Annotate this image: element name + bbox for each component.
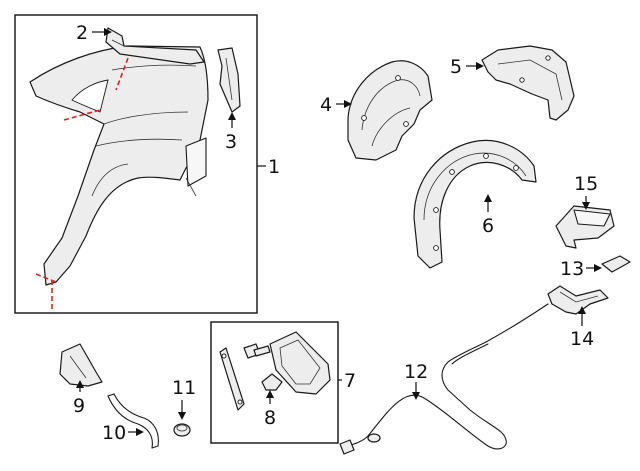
wheelhouse-extension[interactable] xyxy=(481,45,575,121)
arrow-9 xyxy=(76,380,84,388)
roof-rail-extension[interactable] xyxy=(105,27,205,65)
release-cable[interactable] xyxy=(339,341,507,455)
release-lever[interactable] xyxy=(547,285,609,315)
callout-13: 13 xyxy=(560,258,584,280)
arrow-15 xyxy=(582,202,590,210)
fuel-door-group-box xyxy=(210,321,339,444)
callout-4: 4 xyxy=(320,94,332,116)
quarter-window-opening xyxy=(71,79,109,113)
arrow-8 xyxy=(266,390,274,398)
clip[interactable] xyxy=(601,255,631,273)
callout-11: 11 xyxy=(172,377,196,399)
arrow-6 xyxy=(484,194,492,202)
callout-14: 14 xyxy=(570,328,594,350)
quarter-panel-group-box xyxy=(14,14,258,314)
callout-3: 3 xyxy=(225,131,237,153)
callout-2: 2 xyxy=(76,22,88,44)
filler-bracket[interactable] xyxy=(59,343,103,387)
arrow-2 xyxy=(104,28,112,36)
callout-6: 6 xyxy=(482,215,494,237)
callout-1: 1 xyxy=(268,156,280,178)
arrow-13 xyxy=(594,264,602,272)
quarter-bracket[interactable] xyxy=(217,47,241,113)
arrow-10 xyxy=(136,428,144,436)
cut-line-pillar xyxy=(63,109,101,121)
callout-5: 5 xyxy=(450,56,462,78)
door-bumper[interactable] xyxy=(261,373,283,391)
arrow-11 xyxy=(178,412,186,420)
plug[interactable] xyxy=(173,423,191,437)
wheel-liner[interactable] xyxy=(413,139,537,269)
wheelhouse-inner[interactable] xyxy=(347,60,433,161)
quarter-panel[interactable] xyxy=(29,45,209,312)
fuel-door[interactable] xyxy=(269,331,331,395)
arrow-5 xyxy=(476,62,484,70)
fuel-door-hinge[interactable] xyxy=(219,347,245,411)
cut-line-roof xyxy=(115,57,129,91)
callout-10: 10 xyxy=(102,422,126,444)
arrow-3 xyxy=(228,112,236,120)
fuel-door-bolt[interactable] xyxy=(243,343,271,359)
callout-12: 12 xyxy=(404,361,428,383)
arrow-12 xyxy=(412,392,420,400)
arrow-4 xyxy=(344,100,352,108)
drain-hose[interactable] xyxy=(107,393,159,449)
callout-15: 15 xyxy=(574,173,598,195)
callout-8: 8 xyxy=(264,407,276,429)
release-cable-upper xyxy=(485,303,549,343)
callout-9: 9 xyxy=(73,395,85,417)
fuel-door-housing[interactable] xyxy=(555,205,615,249)
arrow-14 xyxy=(578,306,586,314)
callout-7: 7 xyxy=(344,370,356,392)
